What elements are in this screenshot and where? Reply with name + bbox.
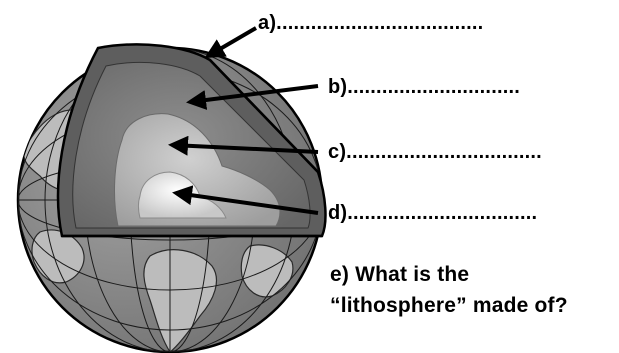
label-a: a).................................... <box>258 12 484 34</box>
label-b: b).............................. <box>328 76 520 98</box>
arrow-b <box>186 84 319 110</box>
continent-south-america <box>143 249 217 352</box>
arrow-c <box>168 135 319 156</box>
label-d: d)................................. <box>328 202 538 224</box>
continent-lower-left <box>31 229 85 284</box>
question-line-2: “lithosphere” made of? <box>330 294 568 317</box>
question-line-1: e) What is the <box>330 263 470 286</box>
pointer-arrows <box>168 26 319 215</box>
arrow-a <box>204 26 258 59</box>
arrow-d <box>172 185 319 215</box>
cut-face-edge <box>209 59 319 173</box>
label-c: c).................................. <box>328 141 542 163</box>
